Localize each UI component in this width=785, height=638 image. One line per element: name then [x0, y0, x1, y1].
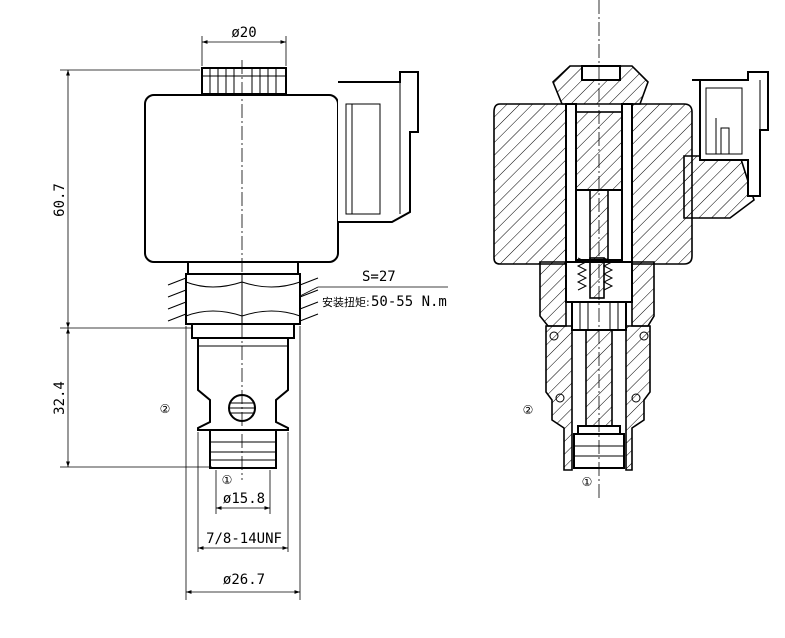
dim-seat-label: ø15.8 — [223, 491, 265, 507]
knurled-nut — [201, 67, 287, 95]
section-cartridge-right — [625, 325, 651, 471]
coil-housing — [144, 94, 339, 263]
port-2-label-right: ② — [523, 403, 534, 417]
section-coil-left — [493, 103, 567, 265]
connector — [338, 71, 419, 223]
dim-height-upper-label: 60.7 — [52, 183, 68, 217]
dim-bottom — [185, 326, 301, 600]
section-hex-left — [539, 261, 567, 327]
dim-vertical — [60, 69, 212, 468]
section-connector — [683, 71, 769, 219]
section-hex-right — [631, 261, 655, 327]
cartridge-body — [191, 323, 295, 469]
dim-body-label: ø26.7 — [223, 572, 265, 588]
torque-label: 安装扭矩: — [322, 295, 370, 309]
section-cartridge-left — [545, 325, 573, 471]
port-2-label-left: ② — [160, 402, 171, 416]
hex-nut — [167, 261, 319, 325]
wrench-leader — [299, 286, 448, 297]
dim-height-lower-label: 32.4 — [52, 381, 68, 415]
torque-value: 50-55 N.m — [371, 294, 447, 310]
exterior-view: ø20 60.7 32.4 S=27 安装扭矩: 50-55 N.m — [52, 25, 448, 600]
section-coil-right — [631, 103, 693, 265]
wrench-size-label: S=27 — [362, 269, 396, 285]
port-1-label-right: ① — [582, 475, 593, 489]
dim-dia-top-label: ø20 — [231, 25, 256, 41]
port-1-label-left: ① — [222, 473, 233, 487]
dim-thread-label: 7/8-14UNF — [206, 531, 282, 547]
dim-top-diameter — [201, 36, 287, 66]
section-view: ② ① — [493, 0, 769, 500]
